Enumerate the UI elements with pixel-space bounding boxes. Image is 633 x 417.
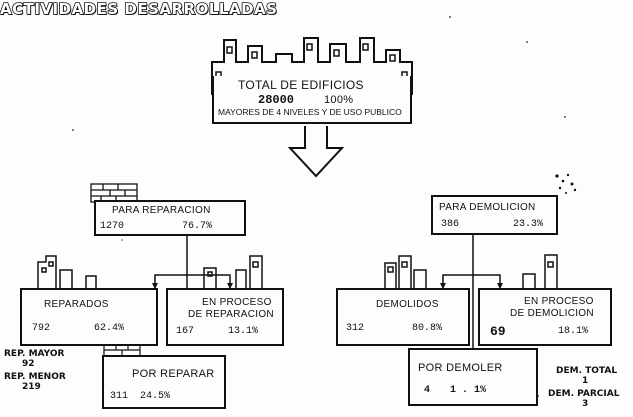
repair-percent: 76.7% — [182, 221, 213, 232]
demolished-box: DEMOLIDOS 312 80.8% — [336, 288, 470, 346]
demolished-count: 312 — [346, 323, 365, 334]
repair-in-progress-label-2: DE REPARACION — [188, 309, 274, 320]
dem-parcial-label: DEM. PARCIAL — [548, 389, 620, 399]
repair-in-progress-label-1: EN PROCESO — [202, 297, 272, 308]
page-title: ACTIVIDADES DESARROLLADAS — [0, 0, 278, 19]
demolition-in-progress-label-2: DE DEMOLICION — [510, 308, 594, 319]
to-repair-percent: 24.5% — [140, 391, 171, 402]
demolition-percent: 23.3% — [513, 219, 544, 230]
demolished-percent: 80.8% — [412, 323, 443, 334]
repaired-box: REPARADOS 792 62.4% — [20, 288, 158, 346]
repaired-percent: 62.4% — [94, 323, 125, 334]
rep-menor-label: REP. MENOR — [4, 372, 66, 382]
to-repair-label: POR REPARAR — [132, 368, 215, 380]
repaired-count: 792 — [32, 323, 51, 334]
to-demolish-box: POR DEMOLER 4 1 . 1% — [408, 348, 538, 406]
dem-total-count: 1 — [582, 376, 589, 386]
repair-in-progress-box: EN PROCESO DE REPARACION 167 13.1% — [166, 288, 284, 346]
to-repair-count: 311 — [110, 391, 129, 402]
skyline-illustration — [211, 37, 413, 95]
total-percent: 100% — [324, 94, 354, 106]
rep-mayor-count: 92 — [22, 359, 35, 369]
demolition-in-progress-label-1: EN PROCESO — [524, 296, 594, 307]
total-note: MAYORES DE 4 NIVELES Y DE USO PUBLICO — [218, 107, 402, 117]
repair-in-progress-count: 167 — [176, 326, 195, 337]
total-count: 28000 — [258, 93, 295, 107]
total-label: TOTAL DE EDIFICIOS — [238, 78, 364, 92]
to-repair-box: POR REPARAR 311 24.5% — [102, 355, 226, 409]
repair-box: PARA REPARACION 1270 76.7% — [94, 200, 246, 236]
rep-menor-count: 219 — [22, 382, 41, 392]
demolition-box: PARA DEMOLICION 386 23.3% — [431, 195, 558, 235]
down-arrow-icon — [287, 126, 345, 178]
demolition-in-progress-count: 69 — [490, 324, 506, 339]
rubble-icon — [555, 173, 577, 194]
dem-total-label: DEM. TOTAL — [556, 366, 618, 376]
total-buildings-box: TOTAL DE EDIFICIOS 28000 100% MAYORES DE… — [212, 76, 412, 124]
to-demolish-percent: 1 . 1% — [450, 385, 487, 396]
repair-count: 1270 — [100, 221, 125, 232]
demolished-label: DEMOLIDOS — [376, 299, 439, 310]
to-demolish-count: 4 — [424, 385, 431, 396]
rep-mayor-label: REP. MAYOR — [4, 349, 65, 359]
repaired-label: REPARADOS — [44, 299, 109, 310]
dem-parcial-count: 3 — [582, 399, 589, 409]
repair-label: PARA REPARACION — [112, 205, 211, 216]
building-icons — [37, 254, 558, 289]
demolition-in-progress-box: EN PROCESO DE DEMOLICION 69 18.1% — [478, 288, 612, 346]
demolition-in-progress-percent: 18.1% — [558, 326, 589, 337]
to-demolish-label: POR DEMOLER — [418, 362, 503, 374]
repair-in-progress-percent: 13.1% — [228, 326, 259, 337]
demolition-count: 386 — [441, 219, 460, 230]
demolition-label: PARA DEMOLICION — [439, 202, 536, 213]
